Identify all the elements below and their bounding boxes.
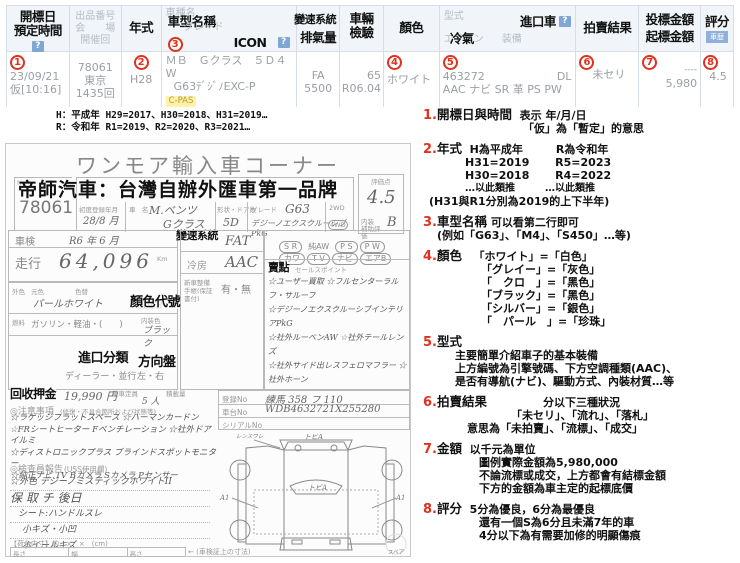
car-damage-diagram: トビA トビA A1 A1 レンズワレ スペア <box>219 434 407 556</box>
cpas-badge: C-PAS <box>165 96 197 107</box>
import-type-overlay: 進口分類 <box>78 351 129 366</box>
listing-header-row: 開標日 預定時間 ? 出品番号 会 場 開催回 年式 車種名 車型名稱 グレード… <box>7 6 733 52</box>
svg-text:スペア: スペア <box>388 549 405 556</box>
cell-transmission: FA 5500 <box>297 52 341 107</box>
marker-8: 8 <box>703 55 719 70</box>
selling-points-list: ☆ユーザー買取 ☆フルセンターラルフ・サルーフ ☆デジーノエクスクルーシブインテ… <box>268 277 407 384</box>
svg-text:トビA: トビA <box>308 484 327 492</box>
transmission-overlay: 變速系統 <box>176 229 219 242</box>
dealer-banner: 帝師汽車：台灣自辦外匯車第一品牌 <box>18 179 339 201</box>
explain-section-5: 5.型式 主要簡單介紹車子的基本裝備 上方編號為引擎號碼、下方空調種類(AAC)… <box>423 334 678 388</box>
svg-text:A1: A1 <box>219 494 230 502</box>
marker-2: 2 <box>133 55 149 70</box>
header-inspection: 車輛 檢驗 <box>340 6 384 51</box>
cell-score: 8 4.5 <box>701 52 733 107</box>
selling-points-overlay: 賣點 <box>268 261 290 274</box>
history-badge[interactable]: 車歴 <box>706 31 729 43</box>
auction-listing-table: 開標日 預定時間 ? 出品番号 会 場 開催回 年式 車種名 車型名稱 グレード… <box>6 5 734 107</box>
marker-7: 7 <box>642 55 658 70</box>
cell-model[interactable]: ＭＢ Ｇクラス ５Ｄ４ W G63ﾃﾞｼﾞﾉEXC-P C-PAS <box>162 52 298 107</box>
question-icon[interactable]: ? <box>31 41 44 52</box>
header-model: 車種名 車型名稱 グレード ICON ? 3 <box>162 6 298 52</box>
caution-box: ◎注意事項 (修復・不具合箇所および状態等) ☆ラゲッジフラットスペース ☆ハー… <box>10 407 216 481</box>
trans-ac-box: FAT 冷房 AAC 新車整備手帳(保証書付) 有・無 <box>180 230 264 390</box>
marker-1: 1 <box>10 55 25 70</box>
question-icon[interactable]: ? <box>558 16 571 27</box>
svg-text:トビA: トビA <box>304 434 323 441</box>
header-transmission: 變速系統 排氣量 <box>294 6 341 51</box>
registration-box: 登録No 練馬 358 フ 110 車台No WDB4632721X255280… <box>218 390 410 430</box>
explain-section-7: 7.金額 以千元為單位 圖例實際金額為5,980,000 不論流標或成交，上方都… <box>423 441 666 495</box>
score-box: 評価点 4.5 内装 補助評価 B <box>358 174 404 240</box>
cell-color: 4 ホワイト <box>384 52 440 107</box>
recycle-deposit-overlay: 回收押金 <box>10 387 57 401</box>
explain-section-1: 1.開標日與時間 表示 年/月/日 「仮」為「暫定」的意思 <box>423 107 644 135</box>
steering-overlay: 方向盤 <box>138 355 176 370</box>
header-color: 顏色 <box>384 6 440 51</box>
svg-text:A1: A1 <box>395 494 406 502</box>
header-year: 年式 <box>122 6 162 51</box>
listing-row[interactable]: 1 23/09/21 仮[10:16] 78061 東京 1435回 2 H28… <box>7 52 733 107</box>
header-type: 型式 進口車 ? エアコン 冷氣 装備 <box>440 6 577 51</box>
cell-result: 6 未セリ <box>576 52 640 107</box>
explain-section-3: 3.車型名稱 可以看第二行即可 (例如「G63」、「M4」、「S450」…等) <box>423 214 631 242</box>
header-result: 拍賣結果 <box>576 6 640 51</box>
cell-price: 7 ---- 5,980 <box>639 52 702 107</box>
header-price: 投標金額 起標金額 <box>639 6 702 51</box>
inspector-notes: ☆外色 デジーノミスティックホワイトII 保 取 チ 後日 シート:ハンドルスレ… <box>10 477 172 551</box>
explain-section-8: 8.評分 5分為優良，6分為最優良 還有一個S為6分且未滿7年的車 4分以下為有… <box>423 501 641 542</box>
header-score: 評分 車歴 <box>705 14 730 43</box>
cell-type: 5 463272 DL AAC ナビ SR 革 PS PW <box>440 52 577 107</box>
header-date: 開標日 預定時間 ? <box>7 6 70 52</box>
sheet-title: ワンモア輸入車コーナー <box>76 154 340 178</box>
cell-year: 2 H28 <box>122 52 162 107</box>
marker-6: 6 <box>579 55 595 70</box>
svg-text:レンズワレ: レンズワレ <box>236 434 264 440</box>
question-icon[interactable]: ? <box>277 37 290 48</box>
explain-section-6: 6.拍賣結果分以下三種狀況 「未セリ」、「流れ」、「落札」 意思為「未拍賣」、「… <box>423 394 654 435</box>
header-lot: 出品番号 会 場 開催回 <box>70 6 122 51</box>
marker-4: 4 <box>386 55 402 70</box>
caution-notes: ☆ラゲッジフラットスペース ☆ハーマンカードン ☆FRシートヒーター Fベンチレ… <box>10 413 216 481</box>
explain-section-2: 2.年式 H為平成年 R為令和年 H31=2019 R5=2023 H30=20… <box>423 141 612 208</box>
auction-sheet: ワンモア輸入車コーナー No 78061 初度登録年月 28/8 月 車 名 M… <box>5 143 411 558</box>
color-code-overlay: 顏色代號 <box>130 295 181 310</box>
cell-date: 1 23/09/21 仮[10:16] <box>7 52 70 107</box>
explain-section-4: 4.顏色 「ホワイト」=「白色」 「グレイー」=「灰色」 「 クロ 」=「黑色」… <box>423 248 612 328</box>
marker-5: 5 <box>442 55 458 70</box>
inspection-mileage-box: 車検 R6 年 6 月 走行 64,096 Km <box>8 230 178 282</box>
explanation-panel: 1.開標日與時間 表示 年/月/日 「仮」為「暫定」的意思 2.年式 H為平成年… <box>423 108 735 549</box>
marker-3: 3 <box>167 37 183 52</box>
cell-inspection: 65 R06.04 <box>340 52 384 107</box>
era-legend: H：平成年 H29=2017、H30=2018、H31=2019… R：令和年 … <box>56 110 268 133</box>
dimensions-row: 長さ 幅 高さ <box>10 547 186 558</box>
cell-lot: 78061 東京 1435回 <box>70 52 122 107</box>
